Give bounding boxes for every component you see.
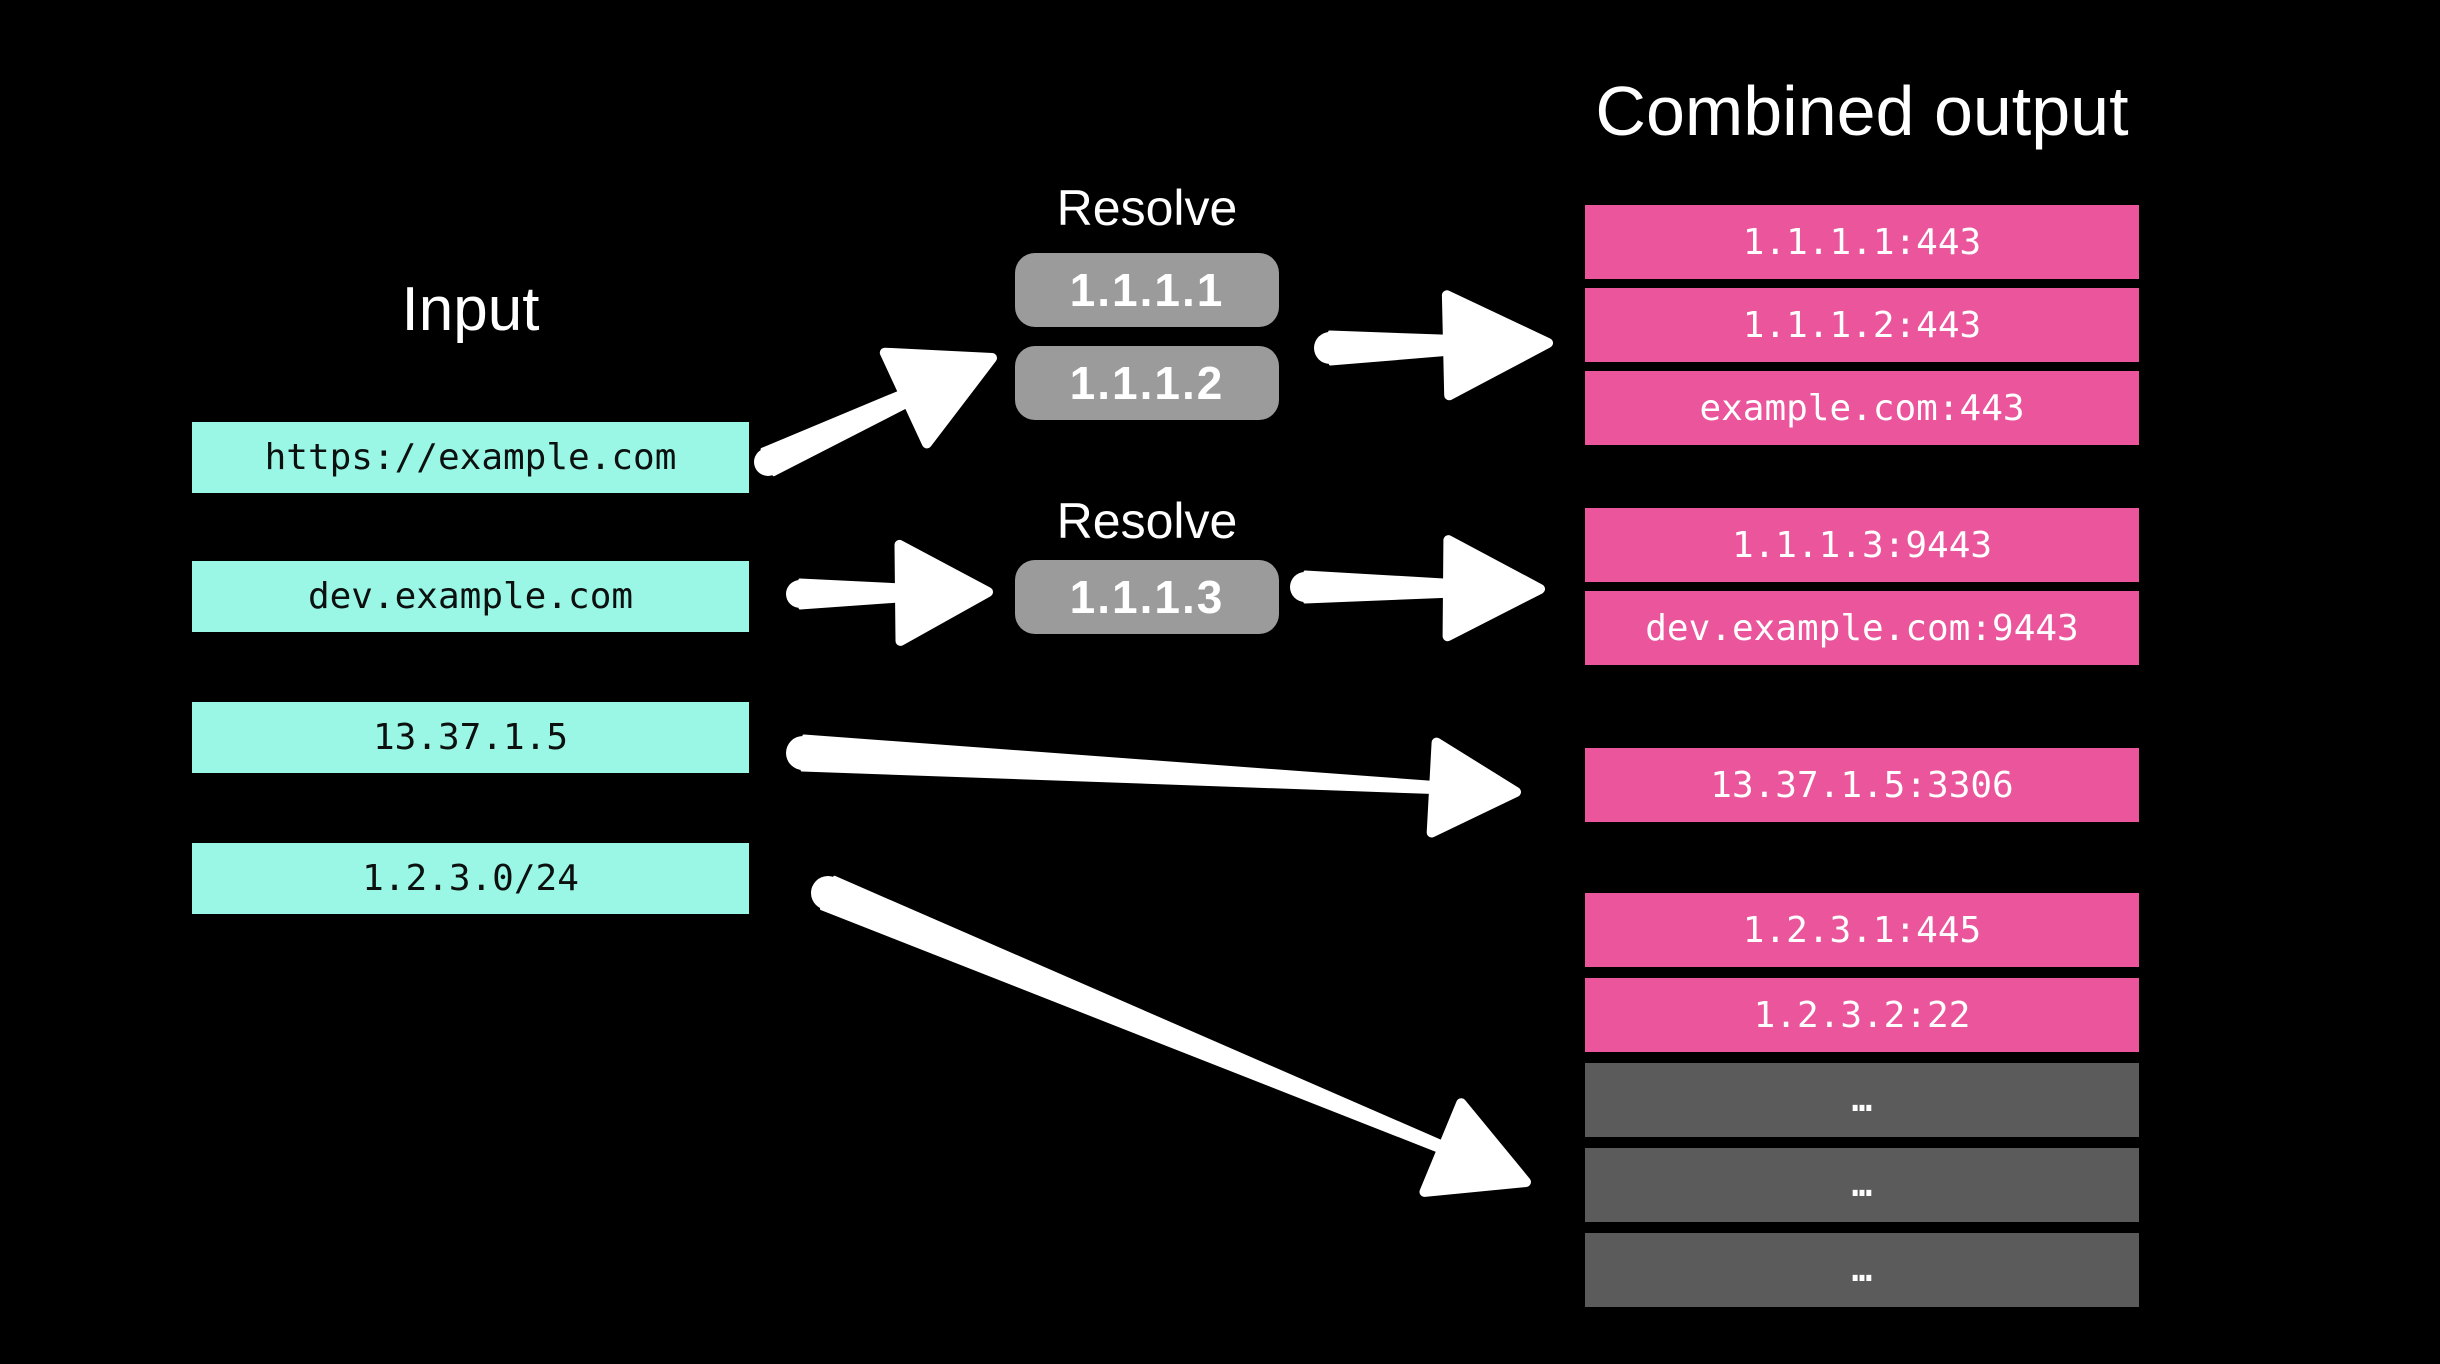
input-item-https-example: https://example.com bbox=[192, 422, 749, 493]
output-item-1-1-1-1-443: 1.1.1.1:443 bbox=[1585, 205, 2139, 279]
output-item-ellipsis: … bbox=[1585, 1148, 2139, 1222]
output-item-dev-example-com-9443: dev.example.com:9443 bbox=[1585, 591, 2139, 665]
output-item-example-com-443: example.com:443 bbox=[1585, 371, 2139, 445]
arrow-resolve-group-2-to-output-group-2 bbox=[1290, 535, 1545, 642]
output-item-ellipsis: … bbox=[1585, 1063, 2139, 1137]
arrow-input-cidr-to-output-group-4 bbox=[811, 875, 1531, 1197]
resolve-label-1: Resolve bbox=[1056, 180, 1238, 236]
output-item-1-2-3-2-22: 1.2.3.2:22 bbox=[1585, 978, 2139, 1052]
output-item-13-37-1-5-3306: 13.37.1.5:3306 bbox=[1585, 748, 2139, 822]
output-item-1-2-3-1-445: 1.2.3.1:445 bbox=[1585, 893, 2139, 967]
output-item-1-1-1-2-443: 1.1.1.2:443 bbox=[1585, 288, 2139, 362]
resolve-item-1-1-1-2: 1.1.1.2 bbox=[1015, 346, 1279, 420]
arrow-input-ip-to-output-group-3 bbox=[786, 734, 1521, 838]
resolve-item-1-1-1-1: 1.1.1.1 bbox=[1015, 253, 1279, 327]
combined-output-column-title: Combined output bbox=[1595, 72, 2129, 150]
arrow-input-https-to-resolve-group-1 bbox=[754, 347, 997, 477]
output-item-1-1-1-3-9443: 1.1.1.3:9443 bbox=[1585, 508, 2139, 582]
arrow-resolve-group-1-to-output-group-1 bbox=[1314, 290, 1553, 401]
input-item-cidr: 1.2.3.0/24 bbox=[192, 843, 749, 914]
resolve-label-2: Resolve bbox=[1056, 493, 1238, 549]
output-item-ellipsis: … bbox=[1585, 1233, 2139, 1307]
arrow-input-dev-to-resolve-group-2 bbox=[786, 539, 993, 646]
input-item-dev-example: dev.example.com bbox=[192, 561, 749, 632]
resolve-item-1-1-1-3: 1.1.1.3 bbox=[1015, 560, 1279, 634]
input-item-ip: 13.37.1.5 bbox=[192, 702, 749, 773]
input-column-title: Input bbox=[401, 275, 540, 344]
